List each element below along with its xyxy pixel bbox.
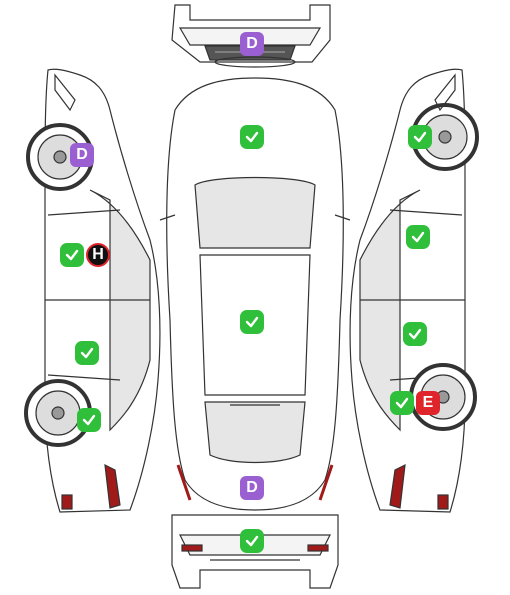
check-icon[interactable] [240,529,264,553]
error-marker[interactable]: E [416,391,440,415]
check-icon [413,131,427,143]
check-icon[interactable] [75,341,99,365]
check-icon[interactable] [240,125,264,149]
check-icon [245,131,259,143]
marker-label: D [76,146,88,163]
hail-damage-marker[interactable]: H [86,243,110,267]
check-icon [82,414,96,426]
check-icon [80,347,94,359]
check-icon[interactable] [406,225,430,249]
marker-label: D [246,479,258,496]
check-icon [65,249,79,261]
dent-marker[interactable]: D [240,32,264,56]
check-icon[interactable] [403,322,427,346]
check-icon [395,397,409,409]
dent-marker[interactable]: D [70,143,94,167]
marker-label: D [246,35,258,52]
check-icon [245,535,259,547]
check-icon[interactable] [77,408,101,432]
check-icon[interactable] [60,243,84,267]
check-icon [245,316,259,328]
left-side-view [24,68,161,513]
check-icon [411,231,425,243]
top-view [159,77,351,511]
check-icon [408,328,422,340]
dent-marker[interactable]: D [240,476,264,500]
check-icon[interactable] [390,391,414,415]
marker-label: E [422,394,434,411]
check-icon[interactable] [408,125,432,149]
check-icon[interactable] [240,310,264,334]
marker-label: H [92,246,104,263]
